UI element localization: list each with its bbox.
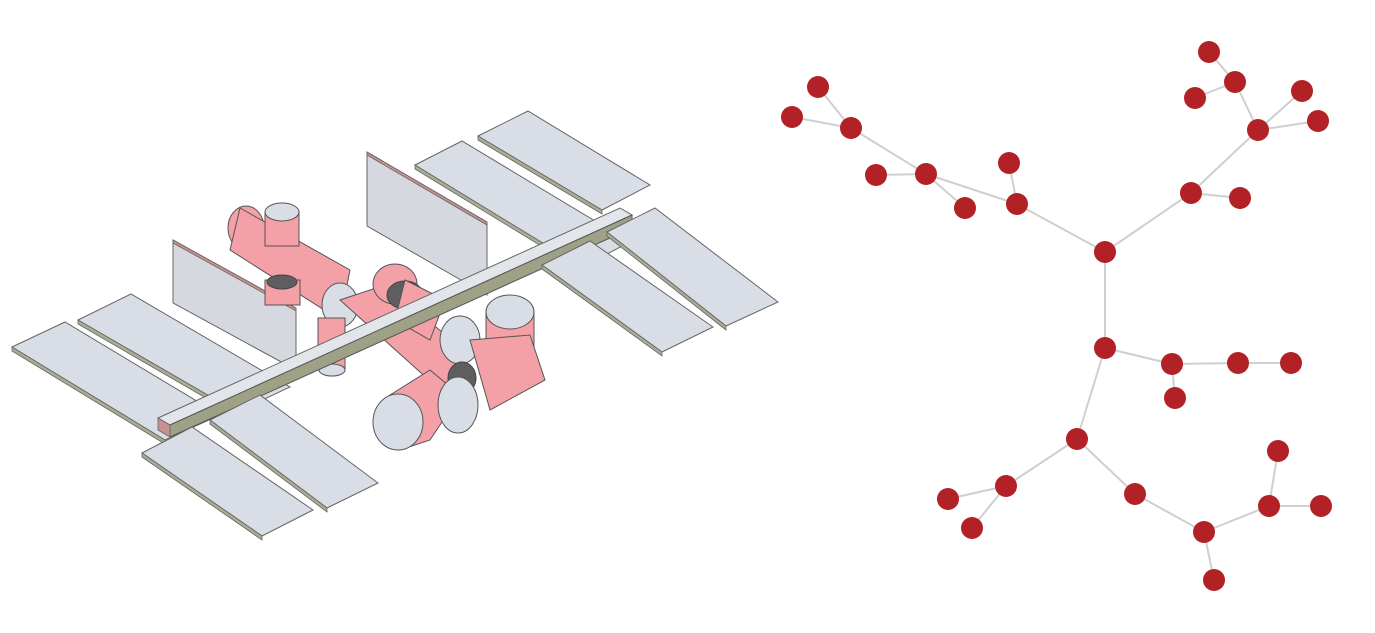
- graph-node: [1180, 182, 1202, 204]
- graph-edge: [925, 173, 1018, 205]
- graph-node: [1006, 193, 1028, 215]
- graph-node: [961, 517, 983, 539]
- graph-node: [1258, 495, 1280, 517]
- graph-edge: [850, 127, 927, 175]
- graph-edge: [1076, 438, 1136, 495]
- graph-node: [1164, 387, 1186, 409]
- graph-node: [1229, 187, 1251, 209]
- graph-node: [1203, 569, 1225, 591]
- graph-edge: [1104, 192, 1192, 253]
- graph-node: [937, 488, 959, 510]
- graph-node: [1066, 428, 1088, 450]
- graph-edge: [1134, 493, 1205, 533]
- graph-edge: [1016, 203, 1106, 253]
- graph-edge: [1203, 505, 1270, 533]
- graph-node: [954, 197, 976, 219]
- graph-node: [1307, 110, 1329, 132]
- graph-node: [807, 76, 829, 98]
- graph-node: [1094, 241, 1116, 263]
- graph-node: [1184, 87, 1206, 109]
- graph-node: [1227, 352, 1249, 374]
- graph-edges: [791, 51, 1321, 581]
- graph-node: [1094, 337, 1116, 359]
- graph-node: [1280, 352, 1302, 374]
- graph-node: [1193, 521, 1215, 543]
- tree-graph: [781, 41, 1332, 591]
- graph-node: [781, 106, 803, 128]
- graph-node: [995, 475, 1017, 497]
- graph-node: [1161, 353, 1183, 375]
- graph-node: [840, 117, 862, 139]
- graph-node: [915, 163, 937, 185]
- graph-nodes: [781, 41, 1332, 591]
- space-station-illustration: [10, 110, 779, 541]
- graph-node: [1124, 483, 1146, 505]
- solar-panels-front: [141, 207, 779, 541]
- graph-node: [1267, 440, 1289, 462]
- graph-edge: [1076, 347, 1106, 440]
- graph-node: [998, 152, 1020, 174]
- graph-edge: [1005, 438, 1078, 487]
- graph-node: [865, 164, 887, 186]
- graph-node: [1247, 119, 1269, 141]
- graph-node: [1198, 41, 1220, 63]
- graph-node: [1310, 495, 1332, 517]
- graph-node: [1224, 71, 1246, 93]
- graph-edge: [1190, 129, 1259, 194]
- graph-edge: [1171, 362, 1239, 365]
- graph-edge: [1104, 347, 1173, 365]
- graph-node: [1291, 80, 1313, 102]
